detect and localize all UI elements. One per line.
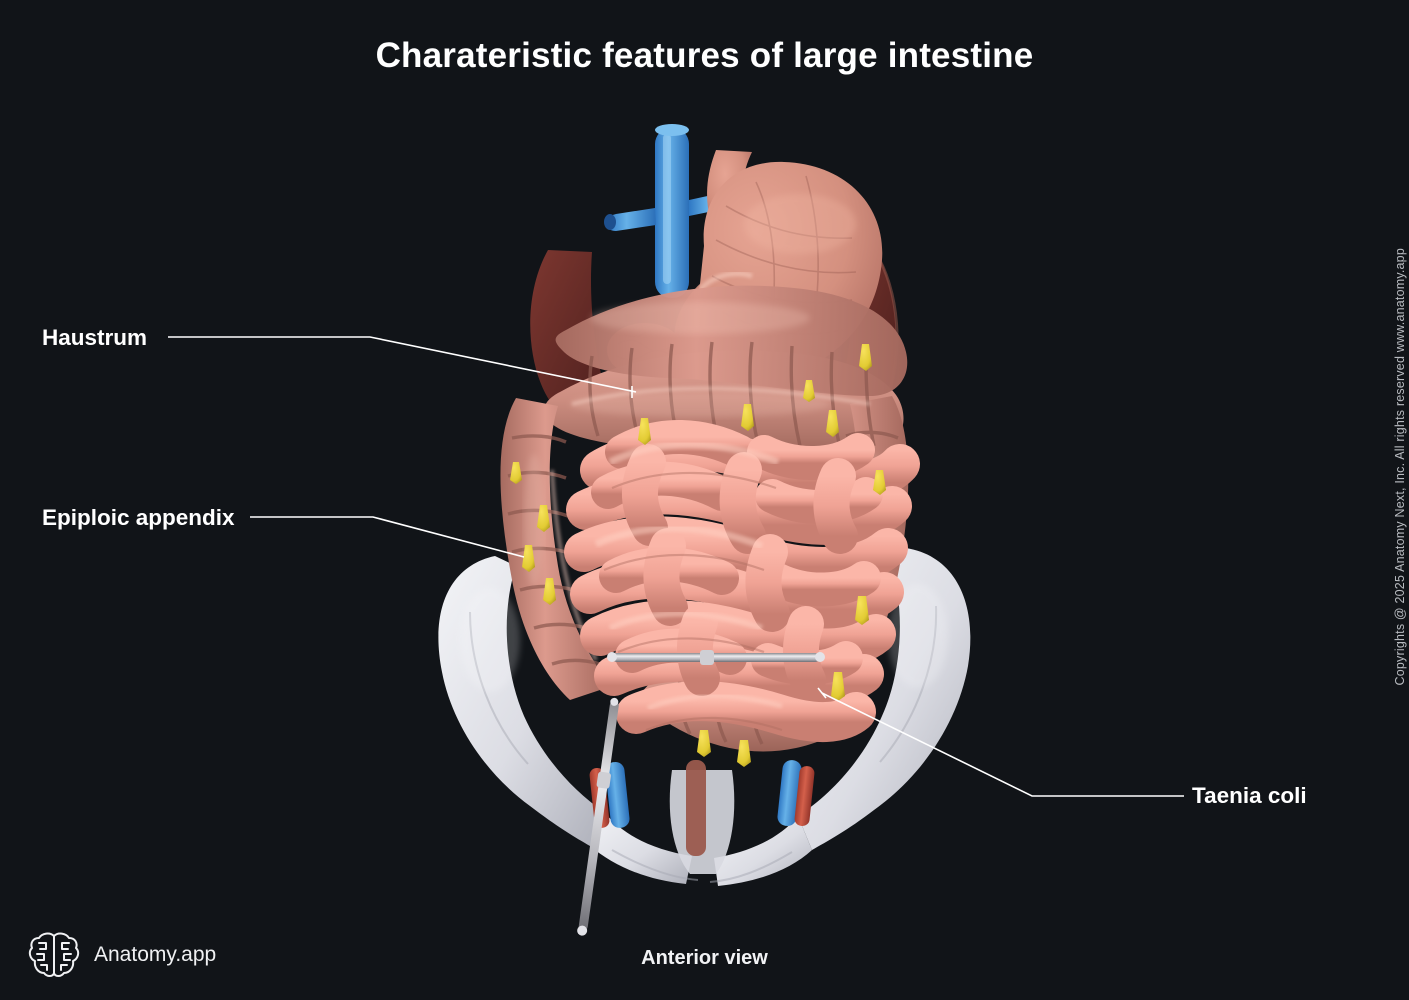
logo-text: Anatomy.app (94, 943, 217, 966)
view-caption: Anterior view (641, 947, 768, 969)
copyright-notice: Copyrights @ 2025 Anatomy Next, Inc. All… (1393, 248, 1407, 686)
page-title: Charateristic features of large intestin… (375, 36, 1034, 75)
label-epiploic-appendix: Epiploic appendix (42, 505, 235, 530)
small-intestine-sheen (594, 441, 783, 711)
brain-icon (28, 932, 80, 977)
label-haustrum: Haustrum (42, 325, 148, 350)
label-taenia-coli: Taenia coli (1192, 783, 1307, 808)
small-intestine-creases (603, 471, 783, 732)
small-intestine (564, 420, 920, 742)
anatomy-app-logo[interactable]: Anatomy.app (28, 930, 216, 980)
probe-instrument-horizontal (607, 650, 825, 665)
probe-instrument-diagonal (577, 697, 619, 936)
